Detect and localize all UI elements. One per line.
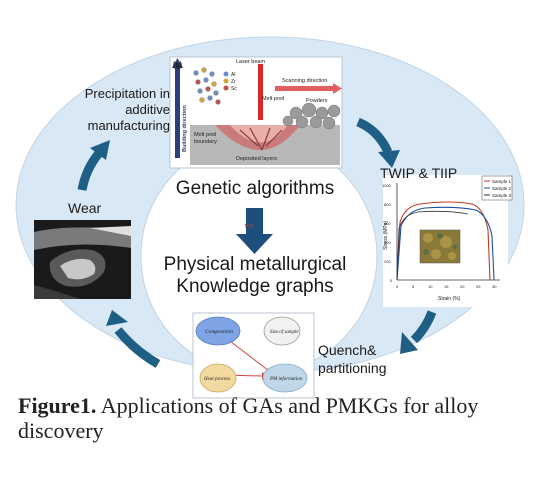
curve-legend-3: Sample 3 — [492, 193, 512, 198]
kg-label-pm: PM information — [269, 377, 303, 382]
curve-x-label: Strain (%) — [438, 296, 461, 302]
y-tick-800: 800 — [384, 202, 391, 207]
laser-beam — [258, 64, 263, 120]
x-tick-25: 25 — [476, 284, 481, 289]
quench-line-1: Quench& — [318, 342, 377, 358]
x-tick-15: 15 — [444, 284, 449, 289]
arrowhead-to-quench — [400, 332, 418, 354]
building-arrow — [175, 66, 180, 158]
curve-y-label: Stress (MPa) — [383, 220, 389, 250]
am-boundary-label-2: boundary — [194, 139, 217, 145]
arrowhead-to-wear — [106, 310, 128, 326]
x-tick-10: 10 — [428, 284, 433, 289]
am-powders-label: Powders — [306, 98, 328, 104]
crystal-lattice — [193, 67, 221, 105]
am-building-label: Building direction — [182, 105, 188, 152]
precipitation-line-1: Precipitation in — [84, 86, 170, 101]
curve-panel — [383, 175, 513, 307]
am-boundary-label-1: Melt pool — [194, 132, 216, 138]
am-deposited-label: Deposited layers — [236, 156, 277, 162]
figure-caption: Figure1. Applications of GAs and PMKGs f… — [18, 393, 523, 443]
wear-image — [34, 220, 131, 299]
caption-label: Figure1. — [18, 393, 97, 418]
cycle-arrowheads — [90, 140, 418, 354]
am-legend-al: Al — [231, 72, 235, 78]
curve-x-ticks: 0 5 10 15 20 25 30 — [396, 284, 497, 289]
center-genetic-algorithms: Genetic algorithms — [175, 178, 335, 199]
scanning-arrow — [275, 86, 333, 91]
curve-y-ticks: 1000 800 600 400 200 0 — [382, 183, 393, 283]
x-tick-5: 5 — [412, 284, 415, 289]
powders — [282, 102, 341, 130]
stage-quench: Quench& partitioning — [318, 341, 387, 377]
y-tick-600: 600 — [384, 221, 391, 226]
arrow-to-quench — [410, 310, 437, 344]
am-legend-sc: Sc — [231, 86, 237, 92]
y-tick-200: 200 — [384, 259, 391, 264]
arrowhead-to-twip — [378, 150, 400, 168]
stage-wear: Wear — [68, 200, 102, 216]
am-laser-label: Laser beam — [236, 59, 265, 65]
x-tick-20: 20 — [460, 284, 465, 289]
arrowhead-to-precipitation — [90, 140, 110, 160]
kg-panel — [192, 312, 315, 399]
kg-node-pm — [262, 363, 308, 393]
center-knowledge-graphs: Knowledge graphs — [176, 276, 334, 297]
cycle-arrows — [77, 117, 437, 368]
center-physical-metallurgical: Physical metallurgical — [163, 254, 347, 275]
kg-label-composition: Composition — [205, 329, 233, 335]
curve-sample-1 — [396, 201, 491, 281]
arrow-to-wear — [114, 327, 161, 368]
curve-legend-2: Sample 2 — [492, 186, 512, 191]
kg-node-composition — [195, 316, 241, 346]
grains — [239, 127, 283, 151]
am-legend-zr: Zr — [231, 79, 236, 85]
arrow-to-precipitation — [77, 149, 104, 191]
kg-node-heat — [199, 363, 237, 393]
element-legend — [223, 71, 229, 91]
precipitation-line-2: additive — [125, 102, 170, 117]
kg-label-size: Size of sample — [270, 330, 299, 335]
x-tick-30: 30 — [492, 284, 497, 289]
curve-legend-1: Sample 1 — [492, 179, 512, 184]
y-tick-1000: 1000 — [382, 183, 392, 188]
am-panel-label: (g) — [173, 62, 182, 69]
precipitation-line-3: manufacturing — [87, 118, 170, 133]
y-tick-0: 0 — [390, 278, 393, 283]
quench-line-2: partitioning — [318, 360, 387, 376]
center-arrow — [236, 208, 273, 254]
center-arrow-label: TQP — [244, 224, 255, 230]
stage-precipitation: Precipitation in additive manufacturing — [72, 86, 170, 134]
kg-label-heat: Heat process — [203, 377, 230, 382]
y-tick-400: 400 — [384, 240, 391, 245]
caption-text: Applications of GAs and PMKGs for alloy … — [18, 393, 479, 443]
am-scanning-label: Scanning direction — [282, 78, 327, 84]
arrow-to-twip — [356, 117, 393, 154]
am-panel — [169, 56, 343, 169]
x-tick-0: 0 — [396, 284, 399, 289]
curve-sample-3 — [396, 210, 469, 281]
am-meltpool-label: Melt pool — [262, 96, 284, 102]
stage-twip: TWIP & TIIP — [380, 165, 458, 181]
kg-node-size — [263, 316, 301, 346]
